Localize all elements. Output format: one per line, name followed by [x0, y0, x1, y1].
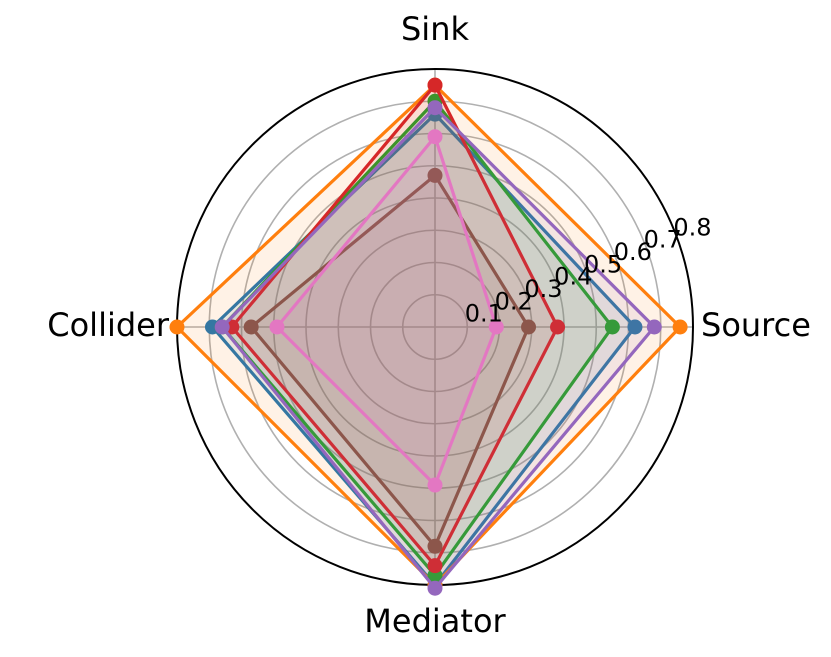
radial-tick-label: 0.2: [495, 287, 533, 315]
grid-ring-0: [401, 293, 469, 361]
data-point-4-sink: [427, 100, 443, 116]
radial-tick-label: 0.5: [584, 250, 622, 278]
axis-label-sink: Sink: [401, 10, 469, 48]
radial-tick-label: 0.8: [673, 213, 711, 241]
radial-tick-labels: 0.10.20.30.40.50.60.70.8: [465, 213, 712, 327]
data-point-4-mediator: [427, 580, 443, 596]
data-point-6-collider: [269, 319, 285, 335]
data-point-6-mediator: [427, 477, 443, 493]
data-point-6-source: [488, 319, 504, 335]
data-point-1-source: [672, 319, 688, 335]
axis-label-mediator: Mediator: [364, 602, 506, 640]
series-3: [224, 77, 566, 574]
series-4: [214, 100, 662, 596]
data-point-5-source: [521, 319, 537, 335]
data-point-2-source: [604, 319, 620, 335]
radar-series: [169, 77, 688, 596]
radial-tick-label: 0.6: [614, 238, 652, 266]
data-point-5-collider: [243, 319, 259, 335]
data-point-0-source: [627, 319, 643, 335]
radial-tick-label: 0.4: [554, 263, 592, 291]
data-point-6-sink: [427, 129, 443, 145]
data-point-4-collider: [214, 319, 230, 335]
data-point-3-sink: [427, 77, 443, 93]
data-point-5-mediator: [427, 538, 443, 554]
axis-label-source: Source: [701, 306, 811, 344]
series-5: [243, 167, 537, 554]
radial-tick-label: 0.3: [524, 275, 562, 303]
radial-tick-label: 0.1: [465, 300, 503, 328]
series-6: [269, 129, 504, 493]
data-point-1-collider: [169, 319, 185, 335]
data-point-5-sink: [427, 167, 443, 183]
data-point-3-source: [550, 319, 566, 335]
data-point-3-mediator: [427, 558, 443, 574]
data-point-4-source: [646, 319, 662, 335]
axis-label-collider: Collider: [47, 306, 170, 344]
radial-tick-label: 0.7: [644, 226, 682, 254]
